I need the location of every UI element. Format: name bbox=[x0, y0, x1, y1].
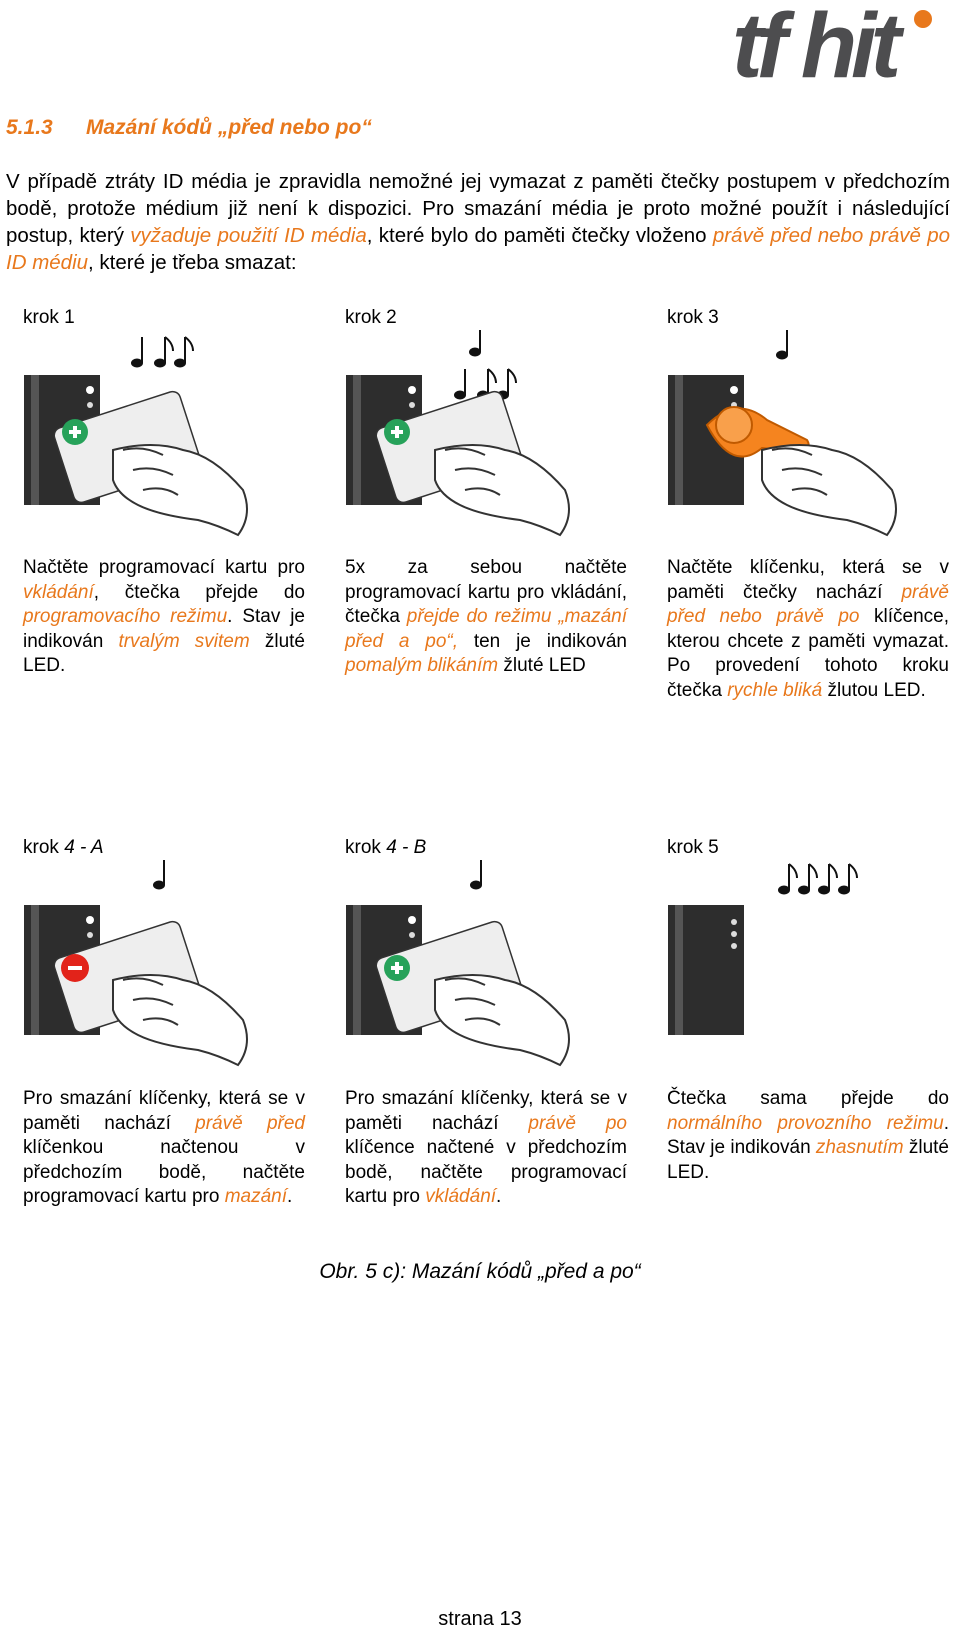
step-5-label: krok 5 bbox=[667, 837, 719, 858]
beep-notes-icon bbox=[454, 330, 517, 400]
hand-icon bbox=[112, 974, 248, 1067]
card-reader-icon bbox=[668, 905, 744, 1035]
step-4a-illustration bbox=[24, 860, 248, 1067]
section-number: 5.1.3 bbox=[6, 116, 53, 139]
step-1-text: Načtěte programovací kartu pro vkládání,… bbox=[23, 557, 305, 676]
intro-highlight-1: vyžaduje použití ID média bbox=[130, 224, 367, 247]
section-heading: 5.1.3 Mazání kódů „před nebo po“ bbox=[6, 116, 372, 140]
step-4b-illustration bbox=[346, 860, 570, 1067]
beep-notes-icon bbox=[776, 330, 788, 360]
intro-paragraph: V případě ztráty ID média je zpravidla n… bbox=[6, 168, 950, 276]
beep-notes-icon bbox=[131, 336, 194, 368]
figure-caption: Obr. 5 c): Mazání kódů „před a po“ bbox=[319, 1260, 641, 1283]
step-3-label: krok 3 bbox=[667, 307, 719, 328]
step-4b-text: Pro smazání klíčenky, která se v paměti … bbox=[345, 1088, 627, 1207]
step-2-text: 5x za sebou načtěte programovací kartu p… bbox=[345, 557, 627, 676]
step-2-illustration bbox=[346, 330, 570, 537]
step-3-illustration bbox=[668, 330, 897, 537]
intro-text-1: V případě ztráty ID média je zpravidla n… bbox=[6, 170, 950, 247]
step-5-text: Čtečka sama přejde do normálního provozn… bbox=[667, 1088, 949, 1183]
tf-hit-logo: tf hit bbox=[732, 5, 932, 85]
step-2-label: krok 2 bbox=[345, 307, 397, 328]
intro-highlight-2: právě před nebo právě po ID médiu bbox=[6, 224, 951, 274]
step-3-text: Načtěte klíčenku, která se v paměti čteč… bbox=[667, 557, 949, 701]
beep-notes-icon bbox=[153, 860, 165, 890]
hand-icon bbox=[434, 974, 570, 1067]
step-4b-label: krok 4 - B bbox=[345, 837, 427, 858]
step-4a-text: Pro smazání klíčenky, která se v paměti … bbox=[23, 1088, 305, 1207]
logo-dot bbox=[914, 10, 932, 28]
hand-icon bbox=[434, 444, 570, 537]
intro-text-2: , které bylo do paměti čtečky vloženo bbox=[366, 224, 713, 247]
step-1-illustration bbox=[24, 336, 248, 537]
step-1-label: krok 1 bbox=[23, 307, 75, 328]
step-5-illustration bbox=[668, 863, 858, 1035]
hand-icon bbox=[112, 444, 248, 537]
intro-text-3: , které je třeba smazat: bbox=[88, 251, 297, 274]
section-title: Mazání kódů „před nebo po“ bbox=[86, 116, 372, 139]
hand-icon bbox=[761, 444, 897, 537]
page-number: strana 13 bbox=[438, 1608, 522, 1630]
beep-notes-icon bbox=[778, 863, 858, 895]
beep-notes-icon bbox=[470, 860, 482, 890]
logo-text: tf hit bbox=[732, 5, 905, 85]
step-4a-label: krok 4 - A bbox=[23, 837, 104, 858]
